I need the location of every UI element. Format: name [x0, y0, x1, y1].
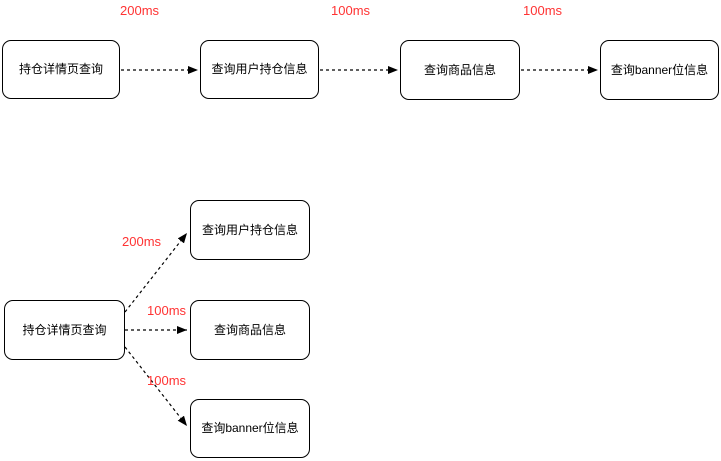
node-position-detail-page-query-top: 持仓详情页查询	[2, 40, 120, 99]
latency-label: 100ms	[523, 3, 563, 18]
latency-label: 200ms	[120, 3, 160, 18]
node-position-detail-page-query-bottom: 持仓详情页查询	[4, 300, 125, 360]
node-query-product-info-top: 查询商品信息	[400, 40, 520, 100]
latency-label: 100ms	[147, 303, 187, 318]
node-query-banner-info-top: 查询banner位信息	[600, 40, 719, 100]
node-query-user-position-info-bottom: 查询用户持仓信息	[190, 200, 310, 260]
latency-label: 100ms	[147, 373, 187, 388]
node-query-banner-info-bottom: 查询banner位信息	[190, 399, 310, 458]
latency-label: 200ms	[122, 234, 162, 249]
node-query-user-position-info-top: 查询用户持仓信息	[200, 40, 319, 99]
node-query-product-info-bottom: 查询商品信息	[190, 300, 310, 360]
latency-label: 100ms	[331, 3, 371, 18]
